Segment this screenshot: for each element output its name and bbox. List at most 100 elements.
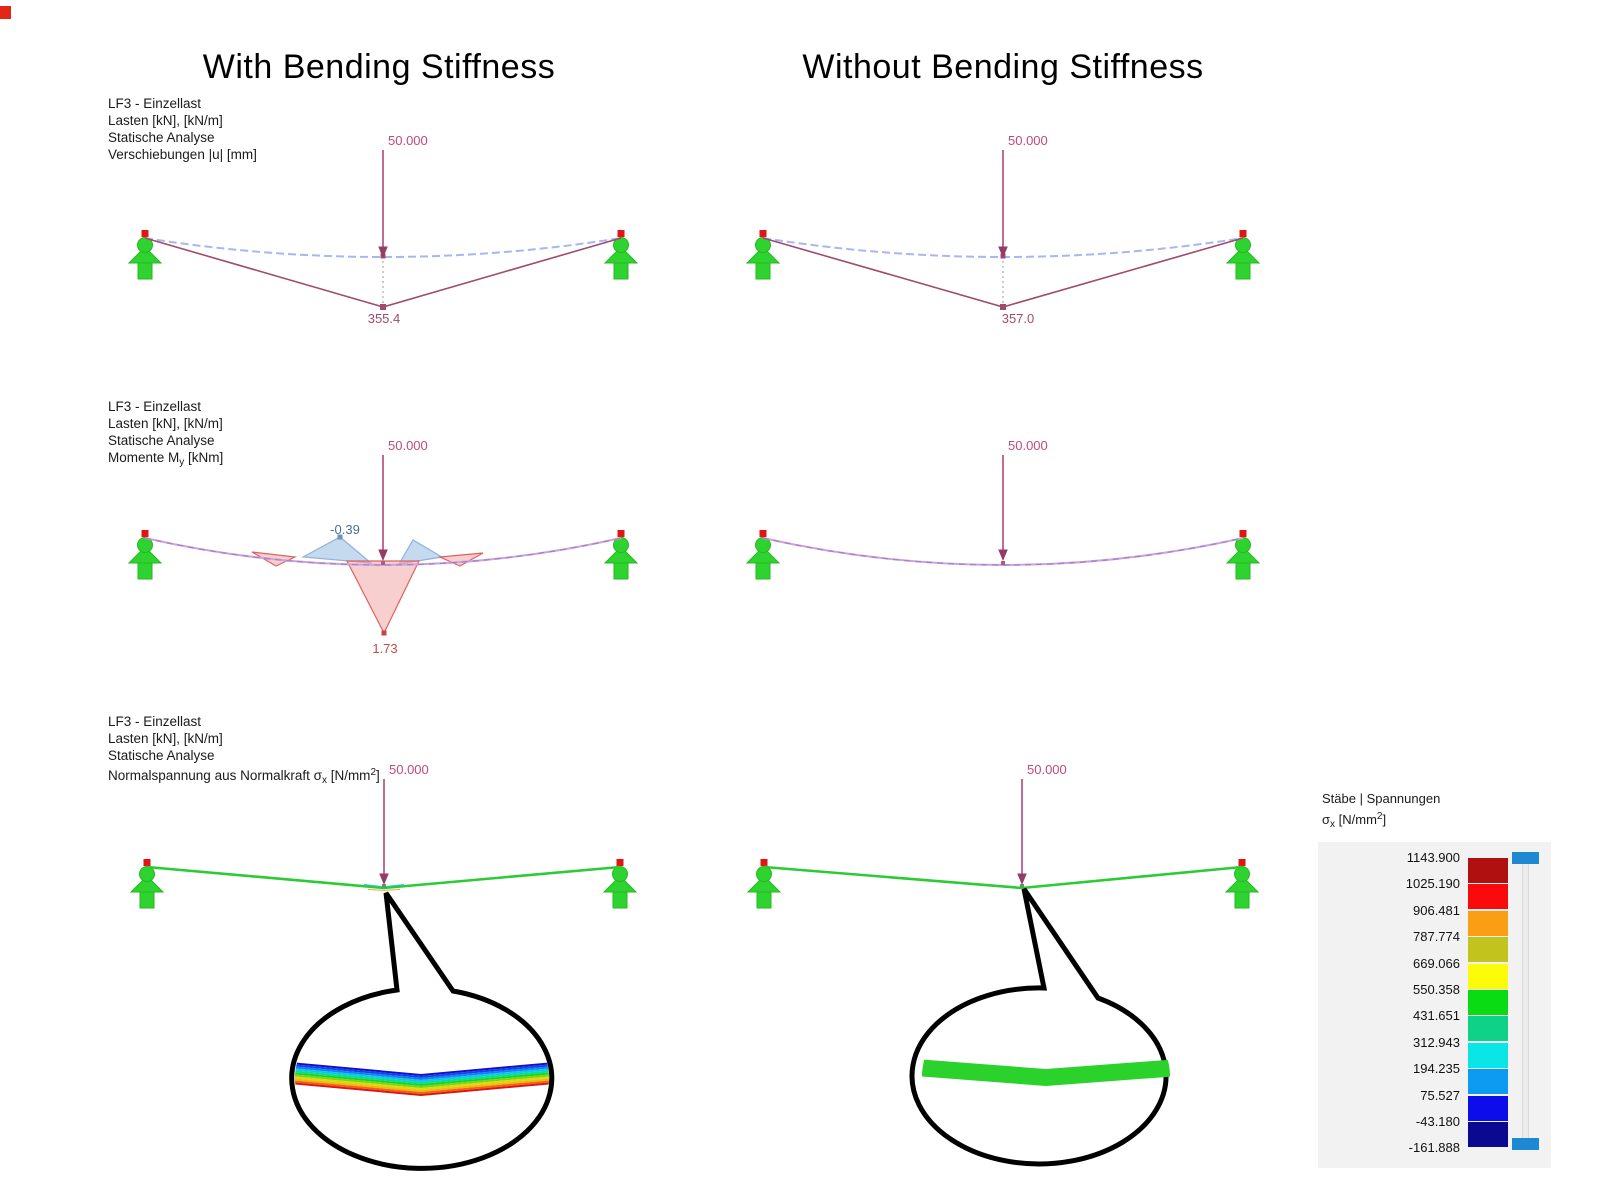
load-arrow: [379, 779, 389, 885]
legend-value: 550.358: [1413, 982, 1460, 997]
support-icon: [604, 229, 638, 280]
legend-value: 312.943: [1413, 1034, 1460, 1050]
legend-swatch: [1468, 963, 1508, 989]
max-displacement-marker: [1000, 304, 1006, 310]
diagram-displacement-right: [746, 150, 1260, 310]
load-arrow: [378, 150, 388, 258]
load-value-label: 50.000: [389, 762, 429, 777]
moment-positive-marker: [381, 630, 387, 636]
legend-header: Stäbe | Spannungen σx [N/mm2]: [1322, 790, 1440, 834]
load-arrow: [998, 150, 1008, 258]
result-info-block-moment: LF3 - Einzellast Lasten [kN], [kN/m] Sta…: [108, 398, 223, 471]
moment-negative-marker: [337, 534, 343, 540]
max-displacement-value: 357.0: [1001, 311, 1035, 326]
legend-swatch: [1468, 858, 1508, 883]
node-marker: [1001, 561, 1005, 565]
legend-value: 669.066: [1413, 955, 1460, 971]
load-value-label: 50.000: [1008, 438, 1048, 453]
legend-unit: σx [N/mm2]: [1322, 811, 1387, 830]
legend-swatch: [1468, 910, 1508, 936]
column-title-right: Without Bending Stiffness: [802, 48, 1204, 86]
moment-positive-value: 1.73: [372, 641, 398, 656]
legend-slider-handle-bottom[interactable]: [1512, 1138, 1539, 1150]
legend-swatch: [1468, 1122, 1508, 1147]
top-left-red-fragment: [0, 6, 11, 19]
load-value-label: 50.000: [388, 133, 428, 148]
cable-line-dash: [762, 537, 1244, 566]
loadcase-label: LF3 - Einzellast: [108, 714, 202, 729]
max-displacement-marker: [380, 304, 386, 310]
support-icon: [1225, 858, 1259, 909]
moment-negative-area: [300, 536, 373, 564]
legend-value: 431.651: [1413, 1008, 1460, 1024]
legend-value: 1025.190: [1405, 876, 1460, 892]
legend-swatch: [1468, 1095, 1508, 1121]
diagram-moment-left: [128, 455, 638, 636]
loads-label: Lasten [kN], [kN/m]: [108, 416, 223, 431]
legend-value: 194.235: [1413, 1061, 1460, 1077]
loadcase-label: LF3 - Einzellast: [108, 399, 202, 414]
diagram-stress-right: [747, 779, 1259, 909]
load-arrow: [998, 455, 1008, 561]
legend-value: 75.527: [1420, 1087, 1460, 1103]
legend-swatch: [1468, 884, 1508, 910]
load-value-label: 50.000: [388, 438, 428, 453]
result-info-block-stress: LF3 - Einzellast Lasten [kN], [kN/m] Sta…: [108, 713, 380, 789]
moment-positive-area: [346, 560, 420, 635]
support-icon: [603, 858, 637, 909]
load-arrow: [1017, 779, 1027, 885]
legend-slider-handle-top[interactable]: [1512, 852, 1539, 864]
legend-title: Stäbe | Spannungen: [1322, 791, 1441, 806]
loads-label: Lasten [kN], [kN/m]: [108, 731, 223, 746]
moment-positive-area: [437, 552, 484, 567]
support-icon: [746, 229, 780, 280]
callout-bubble-right: [909, 887, 1169, 1167]
diagram-moment-right: [746, 455, 1260, 580]
loadcase-label: LF3 - Einzellast: [108, 96, 202, 111]
load-arrow: [378, 455, 388, 561]
legend-value: 906.481: [1413, 902, 1460, 918]
legend-swatch: [1468, 1016, 1508, 1042]
max-displacement-value: 355.4: [367, 311, 401, 326]
loads-label: Lasten [kN], [kN/m]: [108, 113, 223, 128]
moment-negative-area: [397, 539, 444, 565]
legend-slider-track: [1522, 863, 1529, 1141]
cable-line-dash: [144, 537, 622, 566]
legend-color-scale: [1468, 858, 1508, 1158]
moment-negative-value: -0.39: [330, 522, 360, 537]
analysis-label: Statische Analyse: [108, 433, 215, 448]
result-type-label: Momente My [kNm]: [108, 450, 224, 468]
stress-fringe: [367, 889, 401, 891]
support-icon: [128, 229, 162, 280]
support-icon: [1226, 229, 1260, 280]
support-icon: [747, 858, 781, 909]
legend-swatch: [1468, 990, 1508, 1015]
legend-swatch: [1468, 1042, 1508, 1068]
stress-beam-line: [763, 865, 1243, 890]
load-value-label: 50.000: [1008, 133, 1048, 148]
stress-cross-section-uniform: [922, 1059, 1170, 1086]
diagram-stress-left: [130, 779, 637, 909]
legend-value: -43.180: [1415, 1114, 1460, 1129]
diagram-displacement-left: [128, 150, 638, 310]
node-marker: [381, 561, 385, 565]
support-icon: [128, 529, 162, 580]
legend-swatch: [1468, 937, 1508, 963]
legend-value: 787.774: [1413, 929, 1460, 945]
support-icon: [746, 529, 780, 580]
load-value-label: 50.000: [1027, 762, 1067, 777]
callout-bubble-left: [289, 891, 555, 1171]
node-marker: [1020, 884, 1024, 888]
analysis-label: Statische Analyse: [108, 748, 215, 763]
column-title-left: With Bending Stiffness: [202, 48, 556, 86]
support-icon: [604, 529, 638, 580]
support-icon: [130, 858, 164, 909]
node-marker: [382, 884, 386, 888]
result-type-label: Verschiebungen |u| [mm]: [108, 147, 257, 162]
legend-value: -161.888: [1408, 1140, 1460, 1156]
analysis-label: Statische Analyse: [108, 130, 215, 145]
